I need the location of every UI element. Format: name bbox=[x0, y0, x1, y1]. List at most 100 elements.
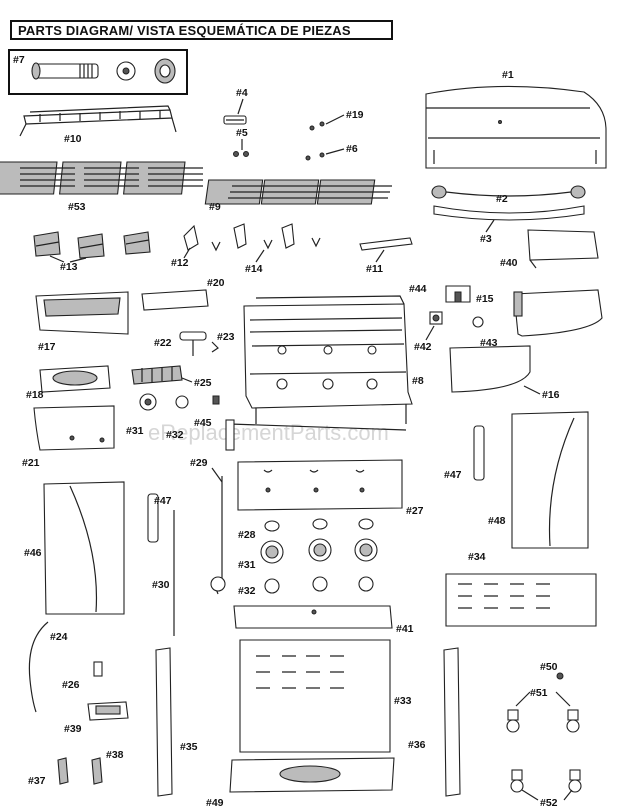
part-7-inset-box bbox=[8, 49, 188, 95]
part-37-leg-clip[interactable] bbox=[57, 757, 69, 785]
part-28-knob-collar[interactable] bbox=[264, 518, 374, 532]
label-p43: #43 bbox=[480, 337, 498, 349]
watermark: eReplacementParts.com bbox=[148, 420, 389, 445]
label-p42: #42 bbox=[414, 341, 432, 353]
part-22-igniter-button[interactable] bbox=[179, 331, 207, 356]
part-49-bottom-shelf[interactable] bbox=[229, 757, 395, 793]
label-p41: #41 bbox=[396, 623, 414, 635]
part-33-back-panel[interactable] bbox=[239, 639, 391, 753]
part-27-control-panel[interactable] bbox=[237, 459, 403, 511]
label-p26: #26 bbox=[62, 679, 80, 691]
part-32-bezel-side[interactable] bbox=[175, 395, 189, 409]
part-36-right-side-panel[interactable] bbox=[443, 647, 461, 797]
label-p6: #6 bbox=[346, 143, 358, 155]
part-13-heat-tents[interactable] bbox=[33, 231, 151, 259]
part-29-regulator-hose[interactable] bbox=[210, 419, 407, 595]
part-32-knob-bezels[interactable] bbox=[264, 576, 374, 594]
label-p1: #1 bbox=[502, 69, 514, 81]
part-25-grate[interactable] bbox=[131, 365, 183, 385]
label-p19: #19 bbox=[346, 109, 364, 121]
label-p3: #3 bbox=[480, 233, 492, 245]
part-35-left-side-panel[interactable] bbox=[155, 647, 173, 797]
label-p17: #17 bbox=[38, 341, 56, 353]
label-p22: #22 bbox=[154, 337, 172, 349]
part-43-knob[interactable] bbox=[472, 316, 484, 328]
part-53-cooking-grates[interactable] bbox=[0, 161, 203, 195]
part-46-left-door[interactable] bbox=[43, 481, 125, 615]
part-31-knob-side[interactable] bbox=[139, 393, 157, 411]
label-p18: #18 bbox=[26, 389, 44, 401]
part-34-drawer-front[interactable] bbox=[445, 573, 597, 627]
label-p45: #45 bbox=[194, 417, 212, 429]
label-p31a: #31 bbox=[126, 425, 144, 437]
part-19-screws[interactable] bbox=[309, 121, 325, 131]
part-2-lid-handle[interactable] bbox=[431, 185, 586, 199]
label-p29: #29 bbox=[190, 457, 208, 469]
label-p44: #44 bbox=[409, 283, 427, 295]
label-p21: #21 bbox=[22, 457, 40, 469]
label-p39: #39 bbox=[64, 723, 82, 735]
label-p14: #14 bbox=[245, 263, 263, 275]
label-p16: #16 bbox=[542, 389, 560, 401]
part-1-lid[interactable] bbox=[425, 85, 607, 169]
part-44-bracket[interactable] bbox=[445, 285, 471, 303]
part-51-locking-casters[interactable] bbox=[506, 709, 580, 733]
part-45-clip[interactable] bbox=[212, 395, 220, 405]
part-39-drip-tray[interactable] bbox=[87, 701, 129, 721]
part-12-valve[interactable] bbox=[183, 223, 295, 251]
part-48-right-door[interactable] bbox=[511, 411, 589, 549]
part-9-cooking-grates[interactable] bbox=[204, 179, 392, 205]
label-p48: #48 bbox=[488, 515, 506, 527]
part-47-handle-right[interactable] bbox=[473, 425, 485, 481]
part-4-igniter-module[interactable] bbox=[223, 115, 247, 125]
label-p51: #51 bbox=[530, 687, 548, 699]
part-31-control-knobs[interactable] bbox=[260, 538, 378, 564]
part-8-firebox[interactable] bbox=[243, 295, 413, 424]
part-10-warming-rack[interactable] bbox=[19, 105, 177, 137]
label-p8: #8 bbox=[412, 375, 424, 387]
part-17-side-shelf-frame[interactable] bbox=[35, 291, 129, 335]
label-p27: #27 bbox=[406, 505, 424, 517]
part-15-side-burner-shelf[interactable] bbox=[513, 289, 603, 337]
part-26-bracket[interactable] bbox=[93, 661, 103, 677]
label-p4: #4 bbox=[236, 87, 248, 99]
label-p23: #23 bbox=[217, 331, 235, 343]
part-7-burner-tube[interactable] bbox=[31, 58, 176, 84]
part-11-rod[interactable] bbox=[359, 237, 413, 251]
part-16-side-panel[interactable] bbox=[449, 345, 531, 393]
diagram-title: PARTS DIAGRAM/ VISTA ESQUEMÁTICA DE PIEZ… bbox=[18, 22, 351, 38]
label-p20: #20 bbox=[207, 277, 225, 289]
part-38-leg-clip[interactable] bbox=[91, 757, 103, 785]
part-24-igniter-wire[interactable] bbox=[28, 621, 49, 713]
label-p34: #34 bbox=[468, 551, 486, 563]
part-18-side-burner[interactable] bbox=[39, 365, 111, 393]
label-p36: #36 bbox=[408, 739, 426, 751]
label-p53: #53 bbox=[68, 201, 86, 213]
part-47-handle-left[interactable] bbox=[147, 493, 159, 543]
part-52-casters[interactable] bbox=[510, 769, 582, 793]
part-40-side-burner-lid[interactable] bbox=[527, 229, 599, 269]
part-6-screws[interactable] bbox=[305, 152, 325, 161]
part-5-nuts[interactable] bbox=[233, 151, 249, 157]
part-3-handle-bar[interactable] bbox=[433, 205, 585, 221]
part-14-electrodes[interactable] bbox=[211, 237, 321, 252]
label-p9: #9 bbox=[209, 201, 221, 213]
diagram-title-box: PARTS DIAGRAM/ VISTA ESQUEMÁTICA DE PIEZ… bbox=[10, 20, 393, 40]
part-21-control-panel[interactable] bbox=[33, 405, 115, 451]
part-41-front-rail[interactable] bbox=[233, 605, 393, 629]
label-p15: #15 bbox=[476, 293, 494, 305]
label-p35: #35 bbox=[180, 741, 198, 753]
label-p50: #50 bbox=[540, 661, 558, 673]
part-50-screw[interactable] bbox=[556, 672, 564, 680]
part-23-clip[interactable] bbox=[211, 341, 219, 353]
label-p47a: #47 bbox=[154, 495, 172, 507]
part-20-side-shelf[interactable] bbox=[141, 289, 209, 311]
part-42-knob-bezel[interactable] bbox=[429, 311, 443, 325]
label-p11: #11 bbox=[366, 263, 383, 275]
label-p46: #46 bbox=[24, 547, 42, 559]
label-p24: #24 bbox=[50, 631, 68, 643]
label-p32b: #32 bbox=[238, 585, 256, 597]
label-p30: #30 bbox=[152, 579, 170, 591]
label-p49: #49 bbox=[206, 797, 224, 807]
